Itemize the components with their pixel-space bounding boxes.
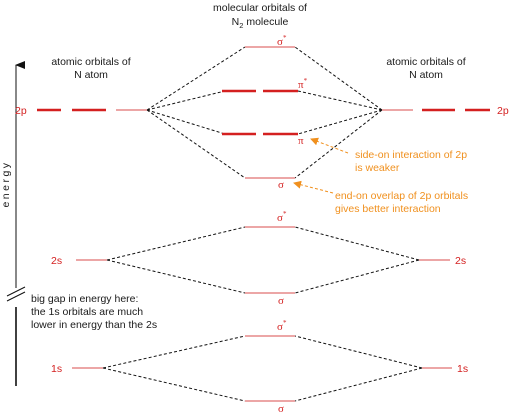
dashed-connectors-1s	[102, 335, 423, 402]
header-line1: molecular orbitals of	[213, 2, 307, 14]
right-atom-line1: atomic orbitals of	[386, 56, 465, 68]
end-on-arrow	[293, 180, 334, 194]
sigma-1s-label: σ	[278, 403, 284, 414]
right-2p-label: 2p	[497, 105, 509, 117]
gap-note-line2: the 1s orbitals are much	[31, 306, 143, 318]
left-1s-label: 1s	[51, 363, 62, 375]
sigma-2p-label: σ	[278, 179, 284, 191]
sigma-star-2s-label: σ*	[277, 210, 287, 224]
left-2s-label: 2s	[51, 255, 62, 267]
sigma-star-1s-label: σ*	[277, 319, 287, 333]
gap-note-line3: lower in energy than the 2s	[31, 319, 157, 331]
side-on-note-line2: is weaker	[355, 162, 400, 174]
gap-note-line1: big gap in energy here:	[31, 293, 138, 305]
dashed-connectors-2s	[106, 226, 420, 294]
side-on-note-line1: side-on interaction of 2p	[355, 149, 467, 161]
right-1s-label: 1s	[457, 363, 468, 375]
sigma-2s-label: σ	[278, 295, 284, 307]
left-atom-line1: atomic orbitals of	[51, 56, 130, 68]
left-atom-line2: N atom	[74, 69, 108, 81]
left-2p-label: 2p	[15, 105, 27, 117]
end-on-note-line1: end-on overlap of 2p orbitals	[335, 190, 468, 202]
end-on-note-line2: gives better interaction	[335, 203, 441, 215]
dashed-connectors-2p	[146, 46, 383, 179]
sigma-star-2p-label: σ*	[277, 34, 287, 48]
side-on-arrow	[310, 137, 349, 154]
pi-star-label: π*	[298, 77, 308, 91]
right-2s-label: 2s	[455, 255, 466, 267]
pi-label: π	[298, 135, 304, 147]
energy-axis	[6, 61, 26, 386]
header-line2: N2 molecule	[232, 16, 289, 30]
right-atom-line2: N atom	[409, 69, 443, 81]
energy-axis-label: energy	[0, 160, 12, 207]
